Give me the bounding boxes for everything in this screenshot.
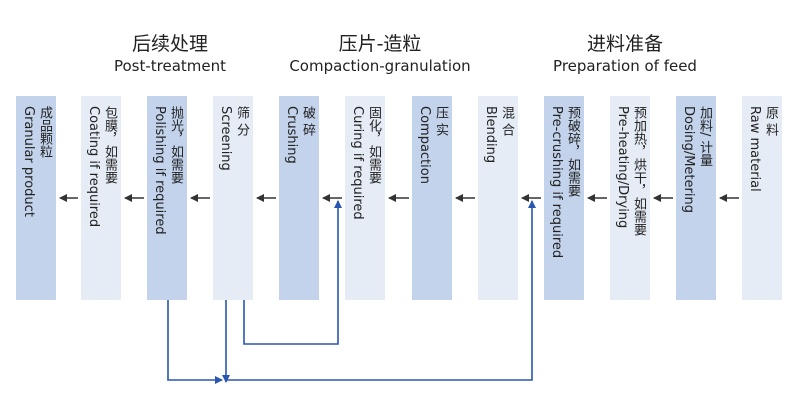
step-label-en: Polishing if required xyxy=(152,106,167,235)
step-label-zh: 压 实 xyxy=(433,106,448,137)
step-label-en: Blending xyxy=(483,106,498,164)
section-header-preparation-of-feed: 进料准备 Preparation of feed xyxy=(525,32,725,76)
step-label-zh: 加料/ 计量 xyxy=(697,106,712,167)
section-title-en: Preparation of feed xyxy=(553,57,697,75)
section-title-en: Post-treatment xyxy=(113,57,227,75)
step-label-en: Raw material xyxy=(747,106,762,192)
step-label-zh: 筛 分 xyxy=(234,106,249,137)
recycle-line-screening-to-curing xyxy=(243,200,342,345)
step-label-zh: 破 碎 xyxy=(300,106,315,137)
step-label-en: Crushing xyxy=(284,106,299,164)
section-title-zh: 压片-造粒 xyxy=(338,33,422,55)
step-label-en: Compaction xyxy=(417,106,432,184)
step-label-en: Pre-crushing if required xyxy=(549,106,564,259)
step-label-en: Pre-heating/Drying xyxy=(615,106,630,229)
recycle-line-to-blending xyxy=(226,200,536,381)
step-label-zh: 混 合 xyxy=(499,106,514,137)
step-label-zh: 预加热，烘干，如需要 xyxy=(631,106,646,236)
step-label-en: Coating if required xyxy=(86,106,101,228)
step-label-en: Screening xyxy=(218,106,233,171)
step-label-en: Curing if required xyxy=(350,106,365,220)
step-label-zh: 抛光，如需要 xyxy=(168,106,183,184)
section-title-en: Compaction-granulation xyxy=(289,57,471,75)
section-title-zh: 进料准备 xyxy=(586,33,663,55)
recycle-line-polishing-return xyxy=(167,300,223,384)
section-header-compaction-granulation: 压片-造粒 Compaction-granulation xyxy=(270,32,490,76)
step-label-zh: 包膜，如需要 xyxy=(102,106,117,184)
section-header-post-treatment: 后续处理 Post-treatment xyxy=(60,32,280,76)
section-title-zh: 后续处理 xyxy=(131,33,208,55)
step-label-en: Granular product xyxy=(21,106,36,217)
step-label-zh: 原 料 xyxy=(763,106,778,137)
step-label-en: Dosing/Metering xyxy=(681,106,696,213)
step-label-zh: 固化，如需要 xyxy=(366,106,381,184)
step-label-zh: 预破碎，如需要 xyxy=(565,106,580,197)
step-label-zh: 成品颗粒 xyxy=(37,106,52,158)
